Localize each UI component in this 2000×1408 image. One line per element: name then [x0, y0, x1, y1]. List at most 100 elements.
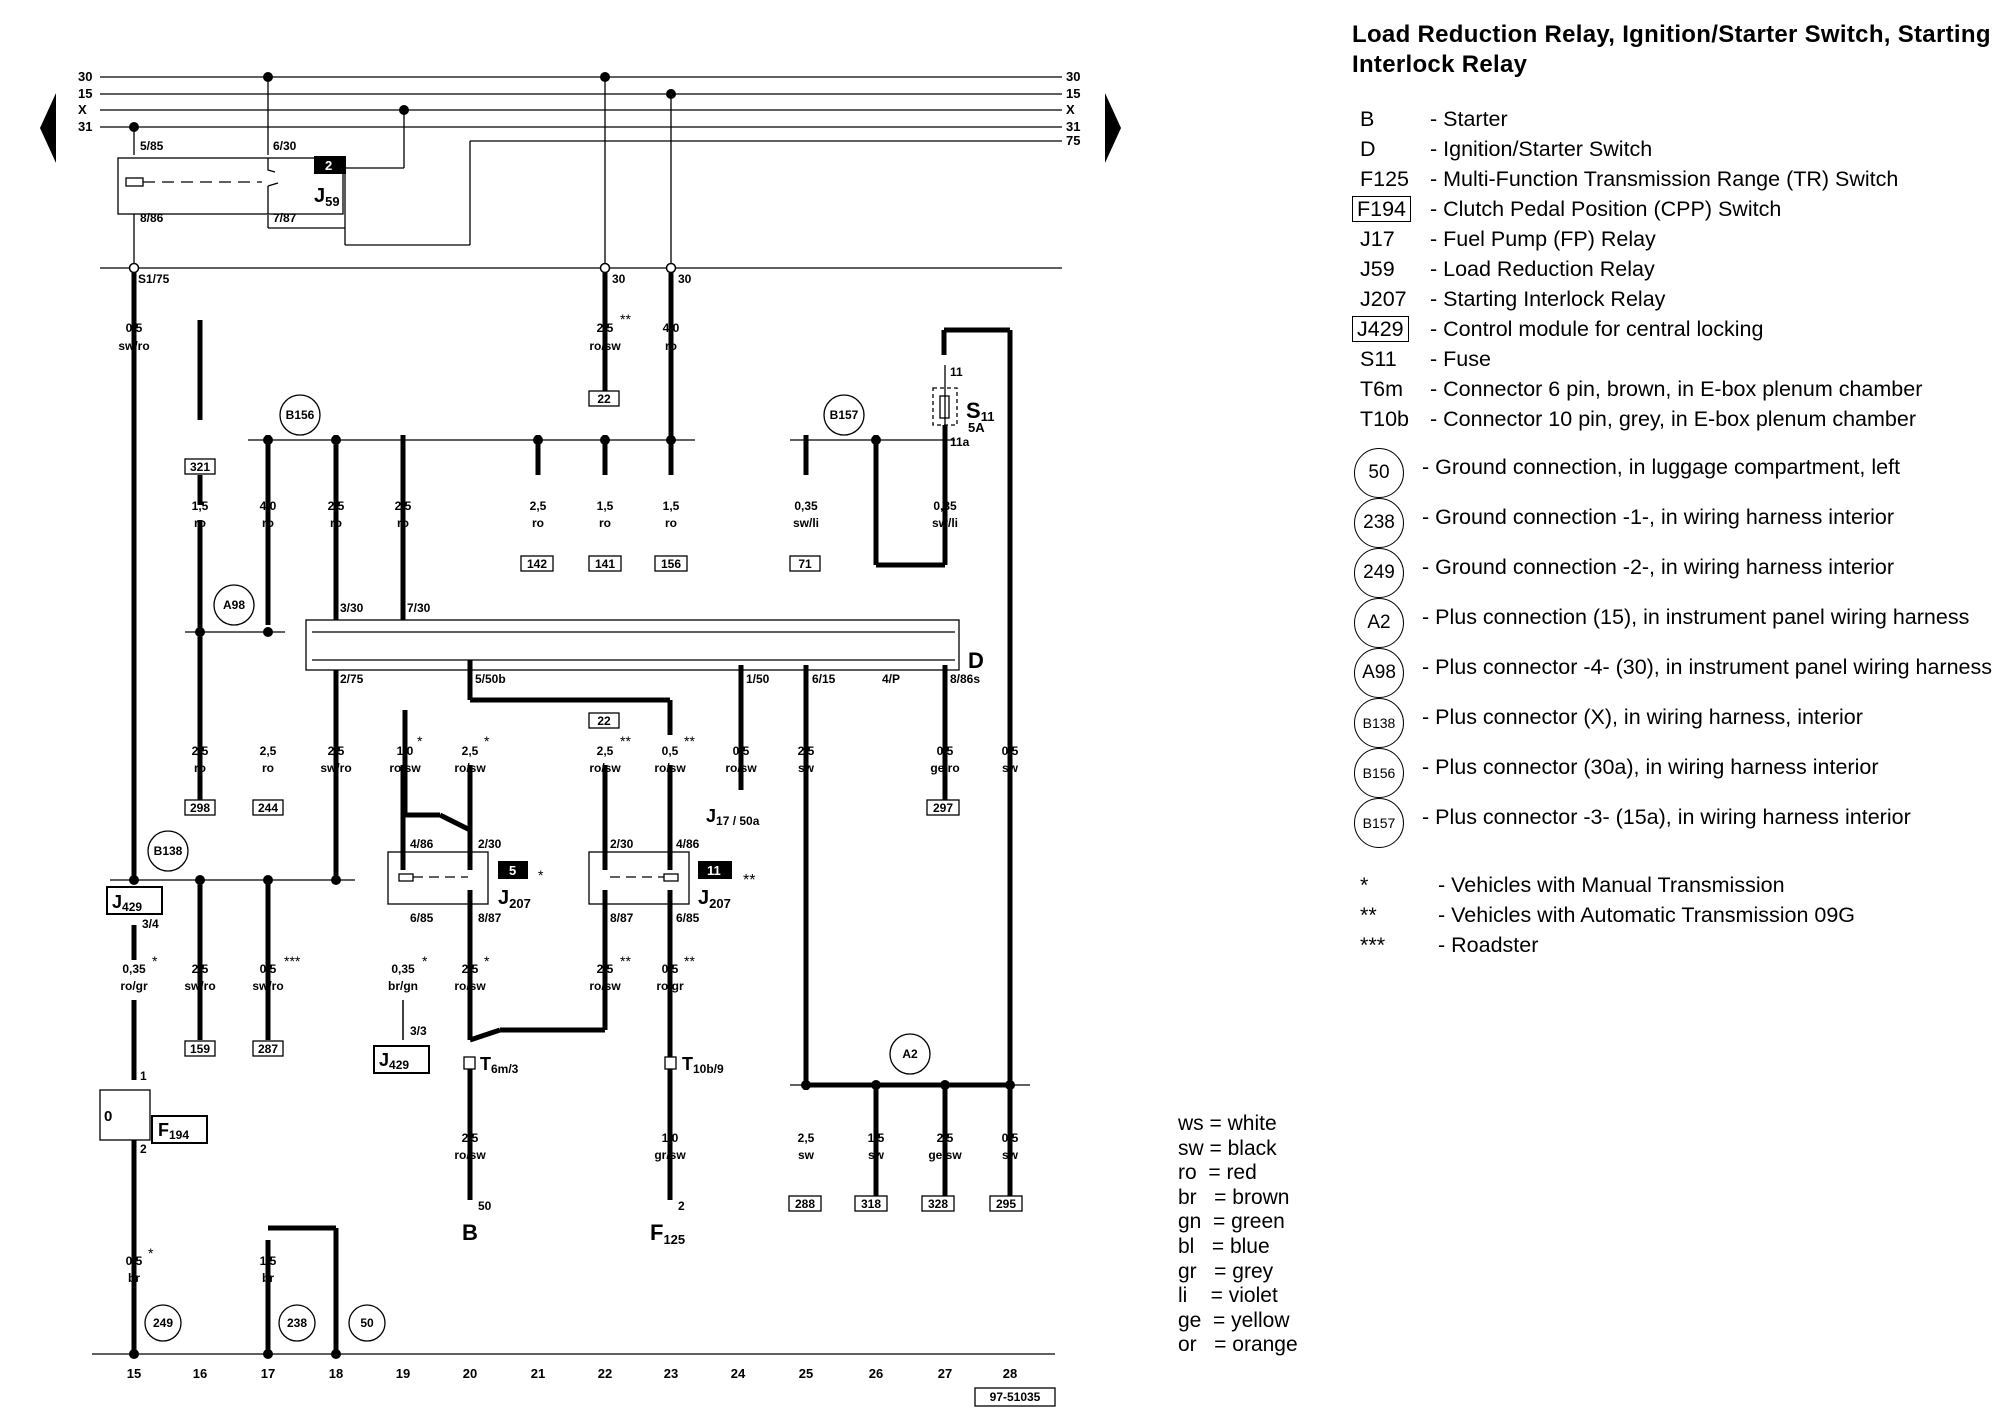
ref-156: 156 [661, 557, 681, 571]
wire-c24-mid-color: ro/sw [725, 761, 757, 775]
legend-code: F194 [1352, 196, 1412, 222]
wire-c15-top-size: 0,5 [126, 321, 143, 335]
column-28: 28 [1003, 1366, 1017, 1381]
wire-c16-mid-color: ro [194, 761, 206, 775]
bus-label-75-right: 75 [1066, 133, 1080, 148]
ref-141: 141 [595, 557, 615, 571]
column-19: 19 [396, 1366, 410, 1381]
d-pin-2-75: 2/75 [340, 672, 364, 686]
pin-30-a: 30 [612, 272, 626, 286]
node-a98: A98 [223, 598, 245, 612]
column-22: 22 [598, 1366, 612, 1381]
d-pin-3-30: 3/30 [340, 601, 364, 615]
j429-bot-pin: 3/3 [410, 1024, 427, 1038]
wire-c23-bot-star: ** [684, 953, 695, 969]
ref-288: 288 [795, 1197, 815, 1211]
wire-c15-bot-star: * [148, 1245, 154, 1261]
wire-c19-mid-size: 1,0 [397, 744, 414, 758]
legend-row: J429- Control module for central locking [1352, 316, 1992, 342]
wire-c23-up-size: 4,0 [663, 321, 680, 335]
legend-row: S11- Fuse [1352, 346, 1992, 372]
legend-desc: - Starting Interlock Relay [1430, 287, 1666, 311]
legend-row: F194 - Clutch Pedal Position (CPP) Switch [1352, 196, 1992, 222]
wire-c18-mid-size: 2,5 [328, 744, 345, 758]
wire-c25-bot-size: 2,5 [798, 1131, 815, 1145]
color-entry: li = violet [1178, 1284, 1278, 1308]
wire-c28-mid-size: 0,5 [1002, 744, 1019, 758]
legend-desc: - Clutch Pedal Position (CPP) Switch [1430, 197, 1782, 221]
node-50: 50 [360, 1316, 374, 1330]
wire-c27-mid-color: ge/ro [930, 761, 959, 775]
d-pin-5-50b: 5/50b [475, 672, 506, 686]
j59-pin-7-87: 7/87 [273, 211, 297, 225]
wire-c17-bot-star: *** [284, 953, 301, 969]
j59-pin-8-86: 8/86 [140, 211, 164, 225]
ref-142: 142 [527, 557, 547, 571]
wire-c15-bot-color: br [128, 1271, 140, 1285]
j59-pin-5-85: 5/85 [140, 139, 164, 153]
ground-desc: - Plus connector (X), in wiring harness,… [1422, 705, 1863, 729]
ref-244: 244 [258, 801, 278, 815]
component-legend: B- Starter D- Ignition/Starter Switch F1… [1352, 106, 1992, 432]
column-16: 16 [193, 1366, 207, 1381]
wire-c17-mid-color: ro [262, 761, 274, 775]
j429-top-label: J429 [112, 892, 142, 914]
wire-c28-mid-color: sw [1002, 761, 1019, 775]
node-b138: B138 [154, 844, 183, 858]
legend-code: F125 [1360, 167, 1410, 191]
arrow-left-icon[interactable] [40, 93, 56, 163]
wire-c19-bot-size: 0,35 [391, 962, 415, 976]
wire-c22-bot-color: ro/sw [589, 979, 621, 993]
wire-c22-mid-color: ro/sw [589, 761, 621, 775]
d-pin-6-15: 6/15 [812, 672, 836, 686]
ref-22: 22 [597, 392, 611, 406]
ground-code: A2 [1354, 598, 1404, 648]
wire-c27-mid-size: 0,5 [937, 744, 954, 758]
legend-desc: - Starter [1430, 107, 1508, 131]
ground-row: B138- Plus connector (X), in wiring harn… [1352, 698, 1992, 748]
j207b-pin-2-30: 2/30 [610, 837, 634, 851]
wire-c25-bot-color: sw [798, 1148, 815, 1162]
wire-c27-bot-color: ge/sw [928, 1148, 962, 1162]
ref-295: 295 [996, 1197, 1016, 1211]
switch-d-box [305, 619, 960, 671]
j207a-label: J207 [498, 887, 531, 911]
legend-desc: - Connector 10 pin, grey, in E-box plenu… [1430, 407, 1916, 431]
j207a-pin-6-85: 6/85 [410, 911, 434, 925]
note-desc: - Vehicles with Manual Transmission [1438, 873, 1785, 897]
j207b-box [588, 851, 690, 905]
wire-color-legend: ws = white sw = black ro = red br = brow… [1178, 1112, 1298, 1358]
f194-pin-2: 2 [140, 1142, 147, 1156]
wire-c15-mid-color: ro/gr [120, 979, 148, 993]
wire-c26-bot-size: 1,5 [868, 1131, 885, 1145]
legend-desc: - Fuse [1430, 347, 1491, 371]
wire-c17-bot-color: sw/ro [252, 979, 283, 993]
legend-code: T6m [1360, 377, 1403, 401]
legend-code: T10b [1360, 407, 1410, 431]
bus-labels-right: 30 15 X 31 75 [1066, 69, 1080, 148]
j59-pin-6-30: 6/30 [273, 139, 297, 153]
legend-desc: - Multi-Function Transmission Range (TR)… [1430, 167, 1899, 191]
f125-pin: 2 [678, 1199, 685, 1213]
legend-code-boxed: F194 [1352, 196, 1430, 222]
color-entry: br = brown [1178, 1185, 1290, 1209]
j207b-label: J207 [698, 887, 731, 911]
switch-d-label: D [968, 648, 984, 673]
arrow-right-icon[interactable] [1105, 93, 1121, 163]
wire-c18-mid-color: sw/ro [320, 761, 351, 775]
bus-label-30: 30 [78, 69, 92, 84]
ref-287: 287 [258, 1042, 278, 1056]
wire-c19-bot-star: * [422, 953, 428, 969]
d-pin-4-p: 4/P [882, 672, 900, 686]
wire-c20-end-color: ro/sw [454, 1148, 486, 1162]
wire-c19-top-size: 2,5 [395, 499, 412, 513]
legend-code: B [1360, 107, 1375, 131]
wire-c25-mid-color: sw [798, 761, 815, 775]
color-entry: ro = red [1178, 1161, 1257, 1185]
ground-desc: - Plus connector -3- (15a), in wiring ha… [1422, 805, 1911, 829]
wire-c23-up-color: ro [665, 339, 677, 353]
wire-c24-mid-size: 0,5 [733, 744, 750, 758]
wire-c20-mid-color: ro/sw [454, 761, 486, 775]
notes-legend: *- Vehicles with Manual Transmission **-… [1352, 872, 1992, 958]
d-pin-8-86s: 8/86s [950, 672, 980, 686]
